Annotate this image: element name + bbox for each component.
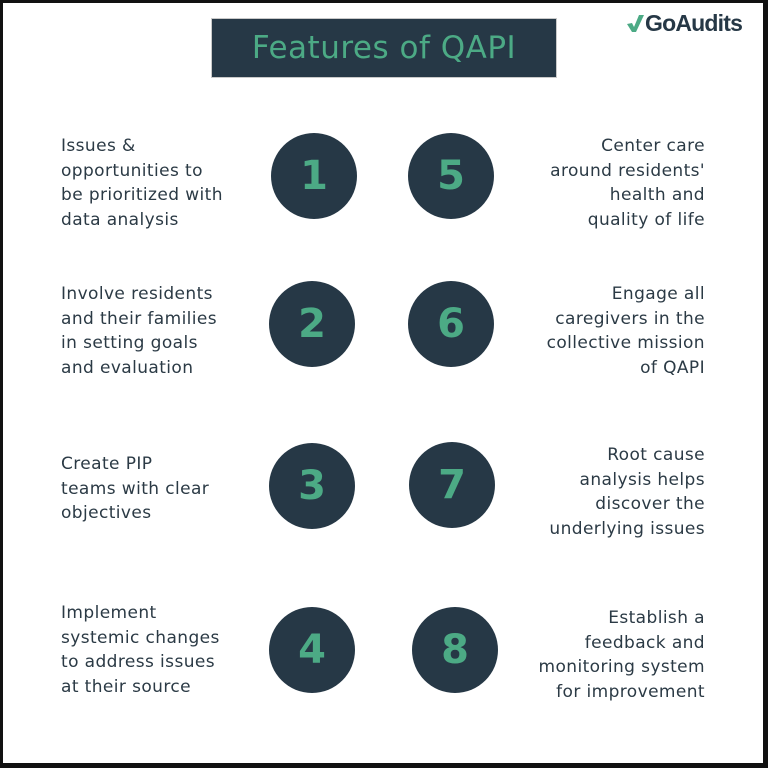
feature-1-badge: 1 — [271, 133, 357, 219]
goaudits-logo: GoAudits — [626, 9, 743, 36]
feature-8-number: 8 — [441, 627, 469, 673]
feature-8-badge: 8 — [412, 607, 498, 693]
feature-2-number: 2 — [298, 301, 326, 347]
feature-6-badge: 6 — [408, 281, 494, 367]
logo-text: GoAudits — [645, 9, 743, 36]
checkmark-icon — [627, 15, 644, 32]
title-banner: Features of QAPI — [211, 18, 557, 78]
feature-3-badge: 3 — [269, 443, 355, 529]
feature-4-badge: 4 — [269, 607, 355, 693]
feature-4-number: 4 — [298, 627, 326, 673]
infographic-canvas: Features of QAPI GoAudits Issues & oppor… — [3, 3, 763, 763]
feature-2-badge: 2 — [269, 281, 355, 367]
feature-5-badge: 5 — [408, 133, 494, 219]
feature-5-text: Center care around residents' health and… — [550, 136, 705, 230]
page-title: Features of QAPI — [251, 30, 517, 66]
feature-7-badge: 7 — [409, 442, 495, 528]
feature-4-text: Implement systemic changes to address is… — [61, 603, 220, 697]
feature-6-number: 6 — [437, 301, 465, 347]
feature-7-text: Root cause analysis helps discover the u… — [549, 445, 705, 539]
feature-3-number: 3 — [298, 463, 326, 509]
feature-1-text: Issues & opportunities to be prioritized… — [61, 136, 223, 230]
feature-5-number: 5 — [437, 153, 465, 199]
feature-6-text: Engage all caregivers in the collective … — [546, 284, 705, 378]
feature-8-text: Establish a feedback and monitoring syst… — [538, 608, 705, 702]
feature-3-text: Create PIP teams with clear objectives — [61, 454, 210, 523]
feature-1-number: 1 — [300, 153, 328, 199]
feature-2-text: Involve residents and their families in … — [61, 284, 218, 378]
feature-7-number: 7 — [438, 462, 466, 508]
